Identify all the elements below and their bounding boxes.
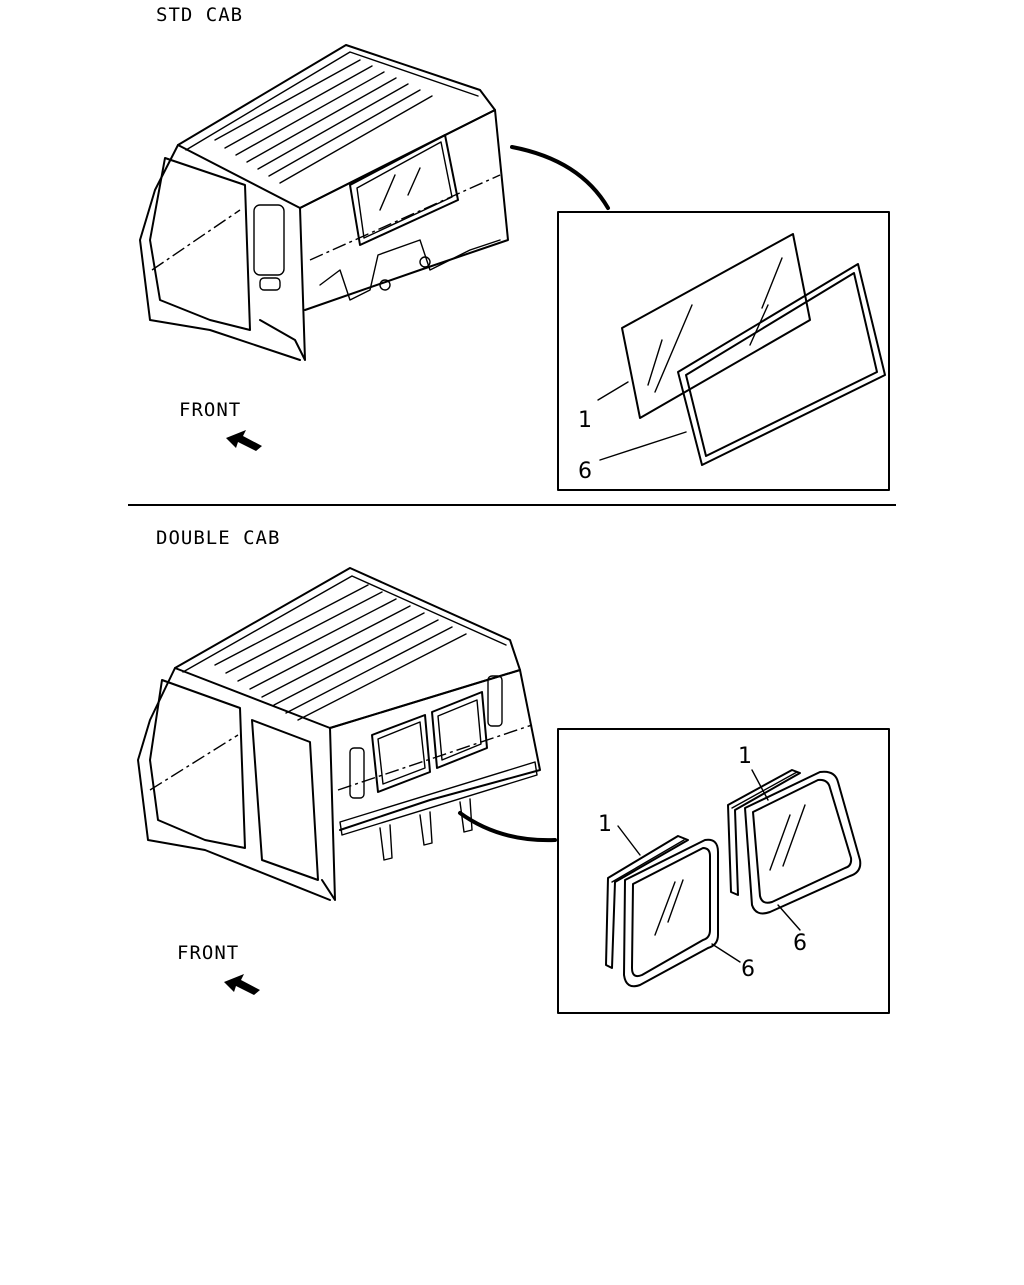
double-cab-front-label: FRONT bbox=[177, 942, 239, 964]
std-cab-detail-box bbox=[557, 211, 890, 491]
double-cab-callout-6-right: 6 bbox=[793, 931, 807, 956]
double-cab-weatherstrip-part-6-right bbox=[744, 770, 862, 915]
std-cab-body-drawing bbox=[139, 44, 509, 361]
std-cab-front-arrow-icon bbox=[226, 430, 262, 451]
double-cab-weatherstrip-part-6-left bbox=[623, 838, 719, 988]
double-cab-detail-arrow bbox=[458, 811, 557, 843]
double-cab-callout-1-right: 1 bbox=[738, 744, 752, 769]
std-cab-front-label: FRONT bbox=[179, 399, 241, 421]
double-cab-glass-part-1-left bbox=[605, 835, 689, 969]
std-cab-detail-arrow bbox=[510, 145, 610, 210]
std-cab-callout-1: 1 bbox=[578, 408, 592, 433]
double-cab-detail-box bbox=[557, 728, 890, 1014]
std-cab-callout-6: 6 bbox=[578, 459, 592, 484]
double-cab-callout-1-left: 1 bbox=[598, 812, 612, 837]
std-cab-section: STD CAB bbox=[139, 4, 890, 491]
double-cab-front-arrow-icon bbox=[224, 974, 260, 995]
std-cab-title: STD CAB bbox=[156, 4, 243, 26]
double-cab-title: DOUBLE CAB bbox=[156, 527, 280, 549]
double-cab-section: DOUBLE CAB bbox=[137, 527, 890, 1014]
double-cab-glass-part-1-right bbox=[727, 769, 801, 896]
double-cab-body-drawing bbox=[137, 567, 541, 901]
std-cab-weatherstrip-part-6 bbox=[677, 263, 886, 466]
std-cab-glass-part-1 bbox=[621, 233, 811, 419]
double-cab-callout-6-left: 6 bbox=[741, 957, 755, 982]
